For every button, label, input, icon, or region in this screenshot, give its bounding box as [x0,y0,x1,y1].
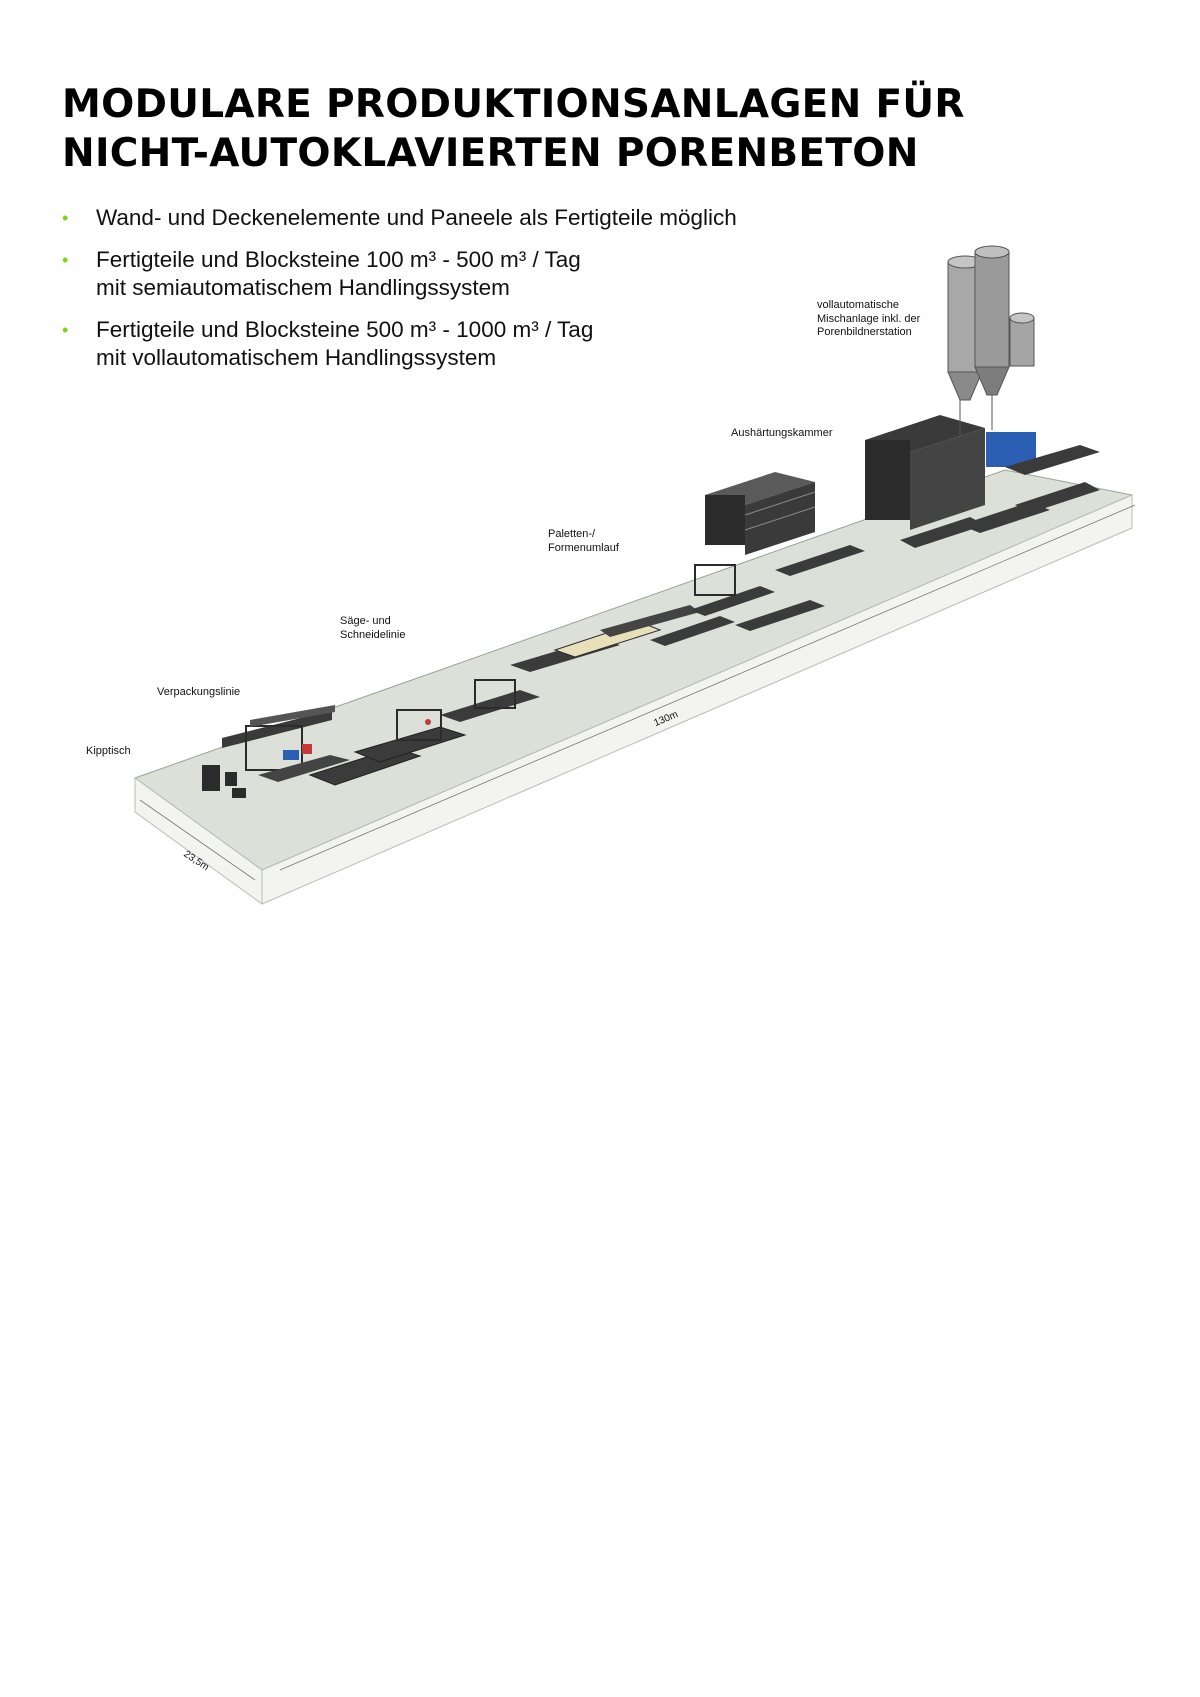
tilt-table [202,765,246,798]
label-line: Säge- und [340,615,391,627]
floor-side-edge [261,494,1133,905]
pallet-mould-circulation [510,545,865,672]
page-title: MODULARE PRODUKTIONSANLAGEN FÜR NICHT-AU… [62,80,1142,178]
bullet-dot-icon: • [62,208,69,228]
mixing-station [865,415,1100,548]
label-line: Paletten-/ [548,528,596,540]
dimension-lines [139,504,1136,881]
feature-item: • Wand- und Deckenelemente und Paneele a… [62,204,782,232]
floor-slab [133,469,1134,905]
bullet-dot-icon: • [62,250,69,270]
label-curing-chamber: Aushärtungskammer [731,427,833,439]
feature-text: Fertigteile und Blocksteine 100 m³ - 500… [96,247,581,272]
title-line-1: MODULARE PRODUKTIONSANLAGEN FÜR [62,82,965,127]
feature-subtext: mit vollautomatischem Handlingssystem [96,345,497,370]
floor-front-edge [134,777,263,905]
dimension-width: 23,5m [181,848,211,874]
label-line: Schneidelinie [340,628,406,641]
label-saw-line: Säge- und Schneidelinie [340,615,405,642]
feature-list: • Wand- und Deckenelemente und Paneele a… [62,204,782,386]
title-line-2: NICHT-AUTOKLAVIERTEN PORENBETON [62,131,919,176]
dimension-length: 130m [652,709,680,730]
floor-top [133,469,1134,871]
label-mixing-station: vollautomatische Mischanlage inkl. der P… [817,299,920,340]
label-pallet-circulation: Paletten-/ Formenumlauf [548,528,619,555]
curing-chamber [705,472,816,555]
label-tilt-table: Kipptisch [86,745,131,757]
label-line: vollautomatische [817,299,899,311]
feature-text: Fertigteile und Blocksteine 500 m³ - 100… [96,317,594,342]
bullet-dot-icon: • [62,320,69,340]
label-packaging-line: Verpackungslinie [157,686,241,698]
label-line: Porenbildnerstation [817,326,912,338]
packaging-line [222,705,350,782]
feature-item: • Fertigteile und Blocksteine 100 m³ - 5… [62,246,782,302]
label-line: Formenumlauf [548,541,619,554]
silos [947,245,1035,435]
saw-cutting-line [308,679,540,786]
label-line: Mischanlage inkl. der [817,312,921,325]
feature-subtext: mit semiautomatischem Handlingssystem [96,275,510,300]
feature-item: • Fertigteile und Blocksteine 500 m³ - 1… [62,316,782,372]
feature-text: Wand- und Deckenelemente und Paneele als… [96,205,737,230]
